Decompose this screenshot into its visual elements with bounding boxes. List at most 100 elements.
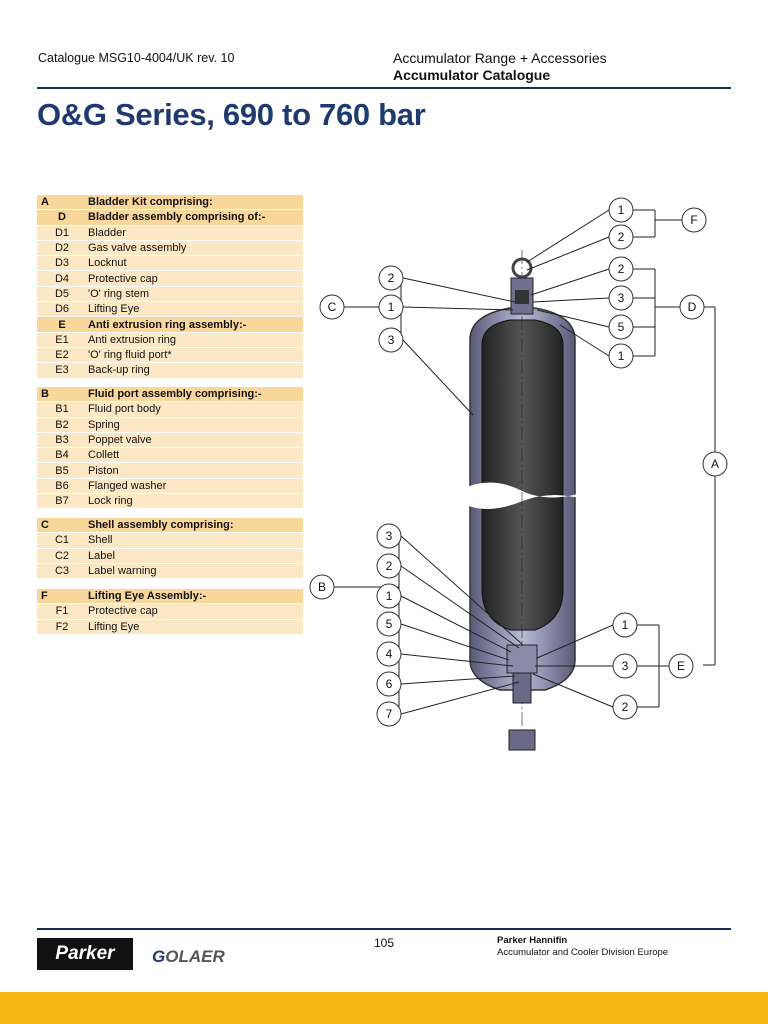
callout-circle <box>376 641 402 667</box>
part-code: B1 <box>55 403 69 416</box>
part-description: 'O' ring stem <box>88 287 150 300</box>
fluid-port <box>506 644 538 751</box>
header-titles: Accumulator Range + Accessories Accumula… <box>393 50 607 84</box>
part-code: F2 <box>55 620 69 633</box>
part-description: Label warning <box>88 565 157 578</box>
callout-label: 2 <box>388 271 395 285</box>
callout-label: C <box>328 300 337 314</box>
callout-label: 2 <box>618 230 625 244</box>
callout-circle <box>376 701 402 727</box>
parts-row: E2'O' ring fluid port* <box>37 347 303 364</box>
olaer-mark-icon: G <box>152 947 166 966</box>
division-name: Accumulator and Cooler Division Europe <box>497 947 669 958</box>
part-code: D3 <box>54 257 70 270</box>
part-description: Flanged washer <box>88 479 167 492</box>
part-code: F <box>41 590 48 603</box>
part-code: C2 <box>54 549 70 562</box>
callout-circle <box>376 523 402 549</box>
part-code: C1 <box>54 534 70 547</box>
callout-circle <box>608 224 634 250</box>
part-description: Poppet valve <box>88 434 152 447</box>
callout-circle <box>319 294 345 320</box>
part-code: D6 <box>54 303 70 316</box>
part-code: B3 <box>55 434 69 447</box>
callout-label: 1 <box>618 349 625 363</box>
callout-circle <box>376 553 402 579</box>
callout-circle <box>378 294 404 320</box>
callout-circle <box>679 294 705 320</box>
range-title: Accumulator Range + Accessories <box>393 50 607 66</box>
callout-label: B <box>318 580 326 594</box>
catalogue-title: Accumulator Catalogue <box>393 67 551 83</box>
page-number: 105 <box>374 936 395 950</box>
callout-circle <box>612 612 638 638</box>
part-description: Gas valve assembly <box>88 242 187 255</box>
part-description: Locknut <box>88 257 127 270</box>
callout-circle <box>376 671 402 697</box>
parts-row: D3 Locknut <box>37 256 303 272</box>
callout-label: A <box>711 457 719 471</box>
callout-circle <box>608 343 634 369</box>
callout-label: 3 <box>386 529 393 543</box>
parts-row: C Shell assembly comprising: <box>37 518 303 534</box>
olaer-logo: GOLAER <box>152 947 225 967</box>
callout-label: D <box>688 300 697 314</box>
part-code: E3 <box>55 364 69 377</box>
part-code: D4 <box>54 272 70 285</box>
part-code: D2 <box>54 242 70 255</box>
callout-circle <box>309 574 335 600</box>
callout-circle <box>376 583 402 609</box>
part-code: E1 <box>55 333 69 346</box>
part-code: C <box>41 519 49 532</box>
part-description: Spring <box>88 418 120 431</box>
callout-label: 5 <box>386 617 393 631</box>
part-description: Protective cap <box>88 272 158 285</box>
part-description: Lock ring <box>88 495 133 508</box>
accent-band <box>0 992 768 1024</box>
part-code: B2 <box>55 418 69 431</box>
part-description: 'O' ring fluid port* <box>88 349 172 362</box>
header-rule <box>37 87 731 89</box>
part-code: F1 <box>55 605 69 618</box>
callout-label: 7 <box>386 707 393 721</box>
parts-row: C2 Label <box>37 548 303 564</box>
page-title: O&G Series, 690 to 760 bar <box>37 97 426 132</box>
parts-row: D4 Protective cap <box>37 271 303 287</box>
part-code: B4 <box>55 449 69 462</box>
callout-label: 5 <box>618 320 625 334</box>
part-code: D <box>58 211 66 224</box>
parts-row: B2 Spring <box>37 417 303 433</box>
callout-label: 1 <box>386 589 393 603</box>
callout-circle <box>378 265 404 291</box>
part-description: Shell assembly comprising: <box>88 519 234 532</box>
callout-circle <box>612 653 638 679</box>
parts-row: B3 Poppet valve <box>37 432 303 449</box>
callout-label: 4 <box>386 647 393 661</box>
callout-label: 2 <box>386 559 393 573</box>
part-description: Bladder assembly comprising of:- <box>88 211 266 224</box>
callout-circle <box>608 197 634 223</box>
part-description: Lifting Eye Assembly:- <box>88 590 207 603</box>
part-description: Label <box>88 549 115 562</box>
callout-circle <box>668 653 694 679</box>
parts-row: F Lifting Eye Assembly:- <box>37 589 303 605</box>
part-code: B <box>41 388 49 401</box>
part-code: B5 <box>55 464 69 477</box>
part-code: C3 <box>54 565 70 578</box>
parts-row: D Bladder assembly comprising of:- <box>37 210 303 226</box>
part-code: D1 <box>54 226 70 239</box>
